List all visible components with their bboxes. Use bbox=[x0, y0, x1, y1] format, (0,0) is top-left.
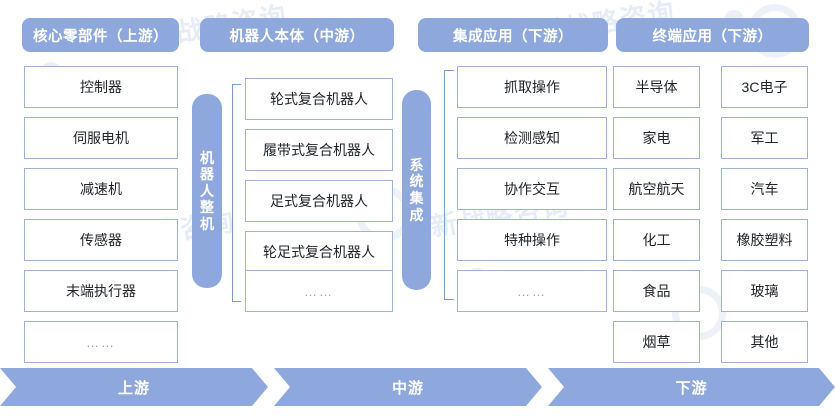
item-box-home-appliance[interactable]: 家电 bbox=[613, 117, 700, 159]
flow-stage-midstream[interactable]: 中游 bbox=[274, 368, 542, 406]
vertical-bar-robot-whole-machine: 机器人整机 bbox=[192, 94, 222, 288]
flow-stage-upstream[interactable]: 上游 bbox=[0, 368, 268, 406]
item-box-semiconductor[interactable]: 半导体 bbox=[613, 66, 700, 108]
item-box-glass[interactable]: 玻璃 bbox=[721, 270, 808, 312]
item-box-tobacco[interactable]: 烟草 bbox=[613, 321, 700, 363]
section-header-downstream-integrated-application: 集成应用（下游） bbox=[418, 18, 608, 52]
item-box-automobile[interactable]: 汽车 bbox=[721, 168, 808, 210]
item-box-rubber-plastic[interactable]: 橡胶塑料 bbox=[721, 219, 808, 261]
flow-stage-label: 上游 bbox=[117, 379, 150, 397]
flow-stage-label: 中游 bbox=[391, 379, 424, 397]
item-box-other[interactable]: 其他 bbox=[721, 321, 808, 363]
item-box-controller[interactable]: 控制器 bbox=[24, 66, 178, 108]
item-box-grasping-operation[interactable]: 抓取操作 bbox=[457, 66, 607, 108]
item-box-reducer[interactable]: 减速机 bbox=[24, 168, 178, 210]
item-box-aerospace[interactable]: 航空航天 bbox=[613, 168, 700, 210]
section-header-midstream-robot-body: 机器人本体（中游） bbox=[200, 18, 394, 52]
item-box-food[interactable]: 食品 bbox=[613, 270, 700, 312]
item-box-servo-motor[interactable]: 伺服电机 bbox=[24, 117, 178, 159]
section-header-upstream-core-parts: 核心零部件（上游） bbox=[22, 18, 179, 52]
item-box-sensor[interactable]: 传感器 bbox=[24, 219, 178, 261]
item-box-legged-composite-robot[interactable]: 足式复合机器人 bbox=[245, 180, 393, 222]
flow-band: 上游 中游 下游 bbox=[0, 368, 835, 406]
section-header-downstream-terminal-application: 终端应用（下游） bbox=[616, 18, 809, 52]
item-box-chemical-industry[interactable]: 化工 bbox=[613, 219, 700, 261]
item-box-military-industry[interactable]: 军工 bbox=[721, 117, 808, 159]
item-box-special-operation[interactable]: 特种操作 bbox=[457, 219, 607, 261]
item-box-wheel-legged-composite-robot[interactable]: 轮足式复合机器人 bbox=[245, 231, 393, 273]
flow-stage-downstream[interactable]: 下游 bbox=[548, 368, 835, 406]
vertical-bar-system-integration: 系统集成 bbox=[402, 90, 431, 290]
item-box-3c-electronics[interactable]: 3C电子 bbox=[721, 66, 808, 108]
item-box-detection-perception[interactable]: 检测感知 bbox=[457, 117, 607, 159]
item-box-tracked-composite-robot[interactable]: 履带式复合机器人 bbox=[245, 129, 393, 171]
item-box-wheeled-composite-robot[interactable]: 轮式复合机器人 bbox=[245, 78, 393, 120]
bracket-downstream-integration bbox=[444, 70, 454, 300]
item-box-midstream-ellipsis[interactable]: …… bbox=[245, 270, 393, 312]
item-box-end-effector[interactable]: 末端执行器 bbox=[24, 270, 178, 312]
vertical-bar-label: 机器人整机 bbox=[200, 149, 214, 232]
flow-stage-label: 下游 bbox=[675, 379, 708, 397]
vertical-bar-label: 系统集成 bbox=[409, 156, 424, 223]
bracket-midstream bbox=[232, 84, 241, 302]
item-box-upstream-ellipsis[interactable]: …… bbox=[24, 321, 178, 363]
item-box-integration-ellipsis[interactable]: …… bbox=[457, 270, 607, 312]
item-box-collaborative-interaction[interactable]: 协作交互 bbox=[457, 168, 607, 210]
